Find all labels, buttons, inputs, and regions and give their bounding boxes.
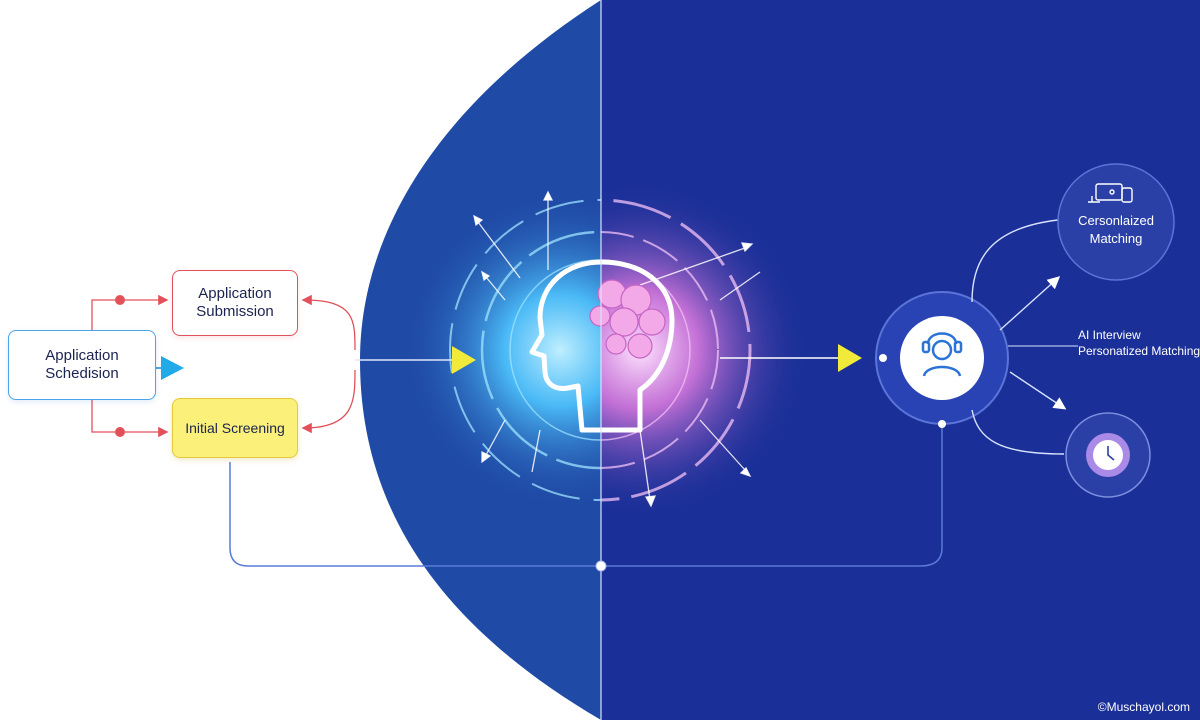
box-line: Application (45, 347, 119, 364)
ai-line: AI Interview (1078, 328, 1141, 342)
ai-interview-label: AI Interview Personatized Matching (1078, 327, 1200, 359)
left-connectors (91, 294, 943, 572)
radiating-arrows (473, 190, 761, 508)
application-submission-box[interactable]: Application Submission (172, 270, 298, 336)
hub-branches (971, 219, 1078, 455)
box-line: Initial Screening (185, 420, 285, 436)
box-line: Application (198, 285, 272, 302)
brain-head-icon (529, 259, 675, 433)
box-line: Submission (196, 303, 274, 320)
application-schedision-box[interactable]: Application Schedision (8, 330, 156, 400)
watermark: ©Muschayol.com (1097, 700, 1190, 714)
personalized-circle-label: Cersonlaized Matching (1062, 212, 1170, 248)
user-icon (921, 332, 963, 377)
circle-line: Cersonlaized (1078, 213, 1154, 228)
hub-node-bottom (938, 420, 946, 428)
initial-screening-box[interactable]: Initial Screening (172, 398, 298, 458)
pink-rings (601, 198, 752, 502)
pink-glow (601, 180, 810, 520)
hub-node-left (879, 354, 887, 362)
devices-icon (1088, 183, 1133, 203)
clock-icon (1093, 440, 1123, 470)
circle-line: Matching (1089, 231, 1143, 246)
personalized-circle (1057, 163, 1175, 281)
right-flow-arrow (838, 344, 862, 372)
cyan-glow (400, 190, 601, 510)
box-line: Schedision (45, 365, 119, 382)
ai-line: Personatized Matching (1078, 344, 1200, 358)
